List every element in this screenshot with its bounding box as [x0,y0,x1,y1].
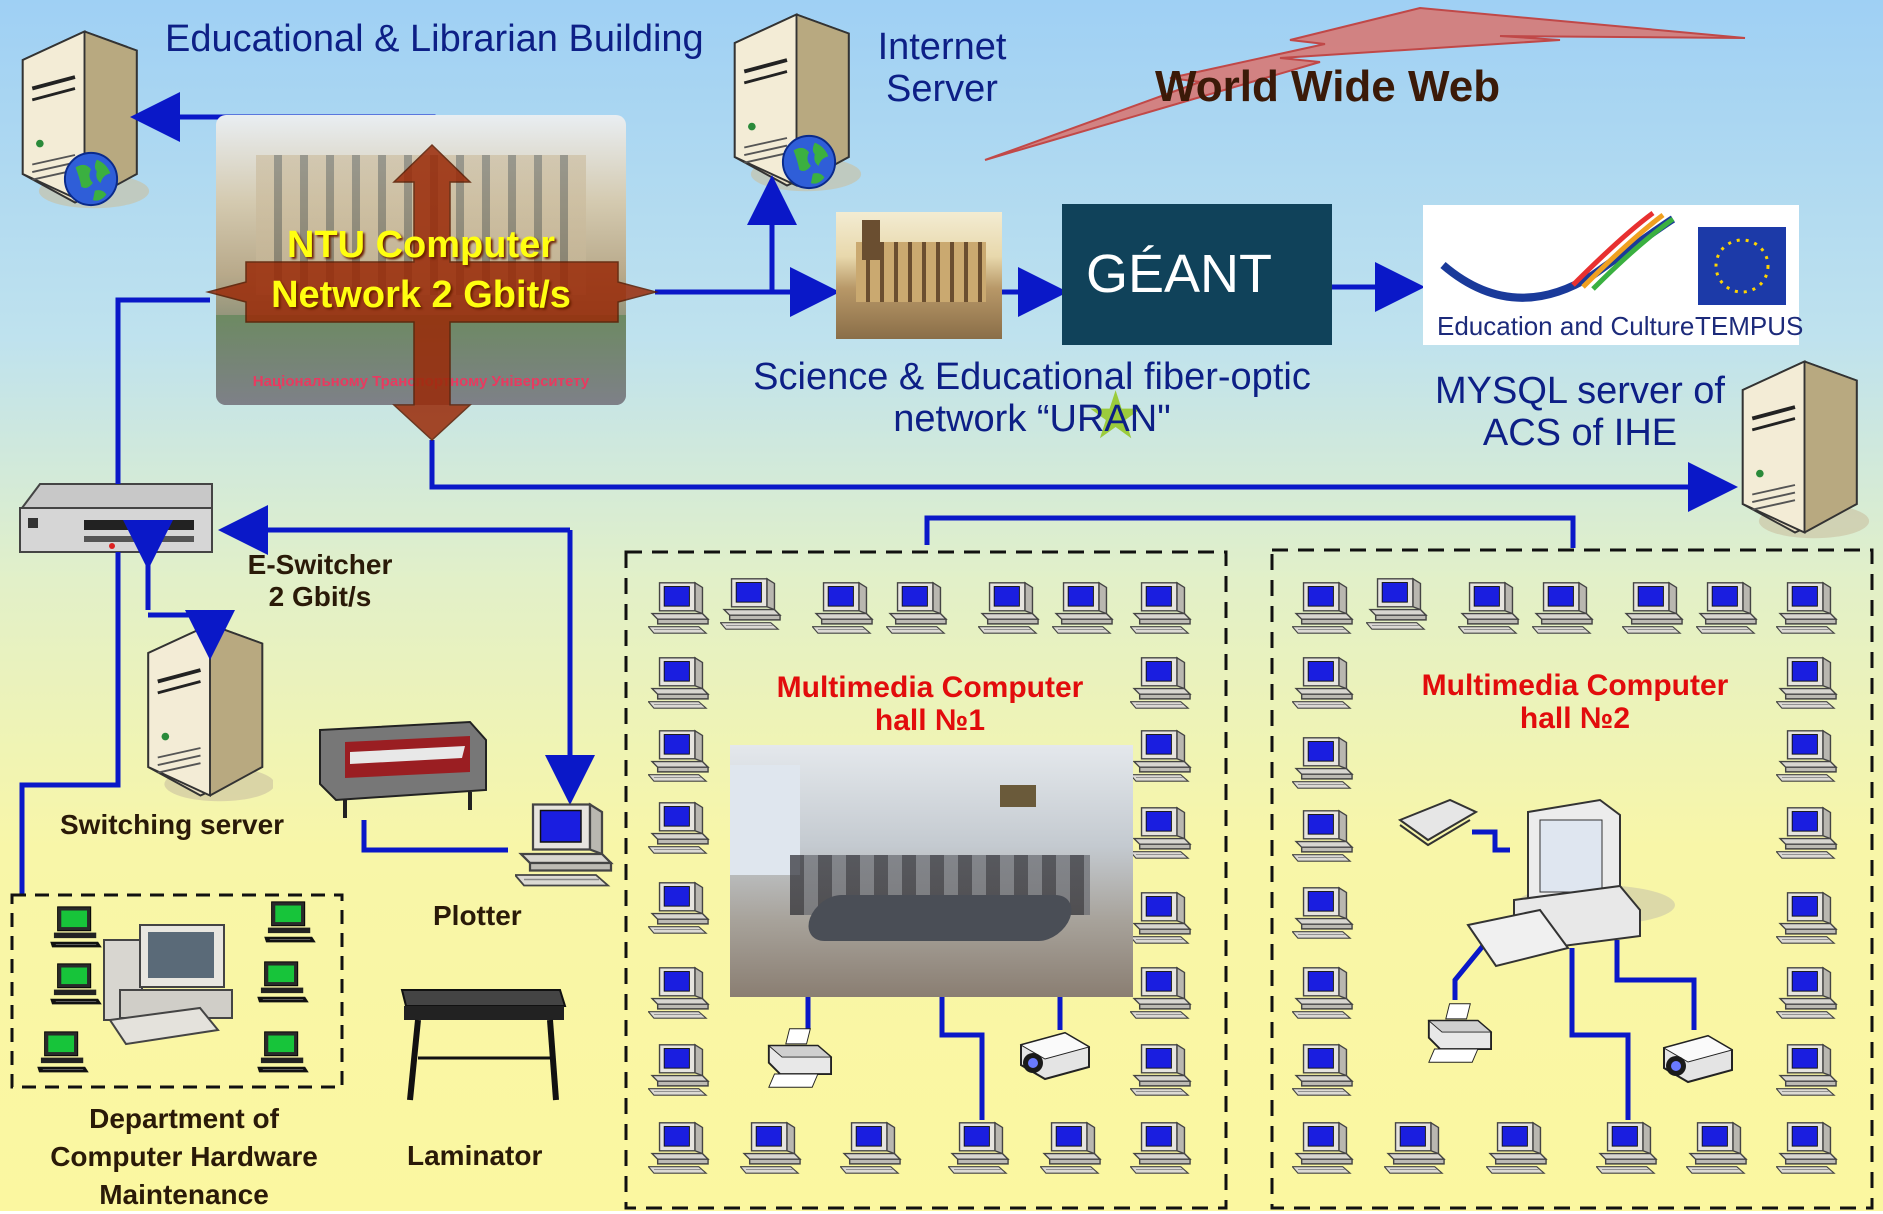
plotter-icon [319,720,487,818]
geant-logo-text: GÉANT [1086,244,1272,304]
educational-building-label: Educational & Librarian Building [165,18,704,60]
tempus-right-label: TEMPUS [1695,311,1804,341]
ntu-network-label: NTU Computer Network 2 Gbit/s [271,224,571,316]
tempus-left-label: Education and Culture [1437,311,1695,341]
www-label: World Wide Web [1155,62,1501,111]
hall1-title: Multimedia Computer hall №1 [776,671,1084,737]
hall1-border [624,550,1228,1210]
laminator-label: Laminator [407,1140,543,1171]
tempus-swoosh-icon [1440,210,1786,305]
internet-server-label: Internet Server [877,26,1007,110]
plotter-label: Plotter [433,900,522,931]
switching-server-label: Switching server [60,809,285,840]
mysql-label: MYSQL server of ACS of IHE [1434,370,1725,454]
geant-star-icon: ★ [1086,378,1146,452]
geant-logo: GÉANT ★ [1062,204,1332,452]
hall2-border [1270,548,1874,1210]
department-border [10,893,344,1089]
hall1-photo [730,745,1133,997]
department-label: Department of Computer Hardware Maintena… [50,1103,318,1210]
www-lightning [984,6,1746,161]
uran-building-photo [836,212,1002,339]
hall2-workstation-icon [1397,798,1675,968]
e-switcher-label: E-Switcher 2 Gbit/s [247,549,393,612]
department-computers [36,901,317,1073]
uran-label: Science & Educational fiber-optic networ… [753,356,1311,440]
tempus-logo: Education and Culture TEMPUS [1423,205,1803,345]
hall2-title: Multimedia Computer hall №2 [1421,669,1729,735]
laminator-icon [400,989,567,1101]
